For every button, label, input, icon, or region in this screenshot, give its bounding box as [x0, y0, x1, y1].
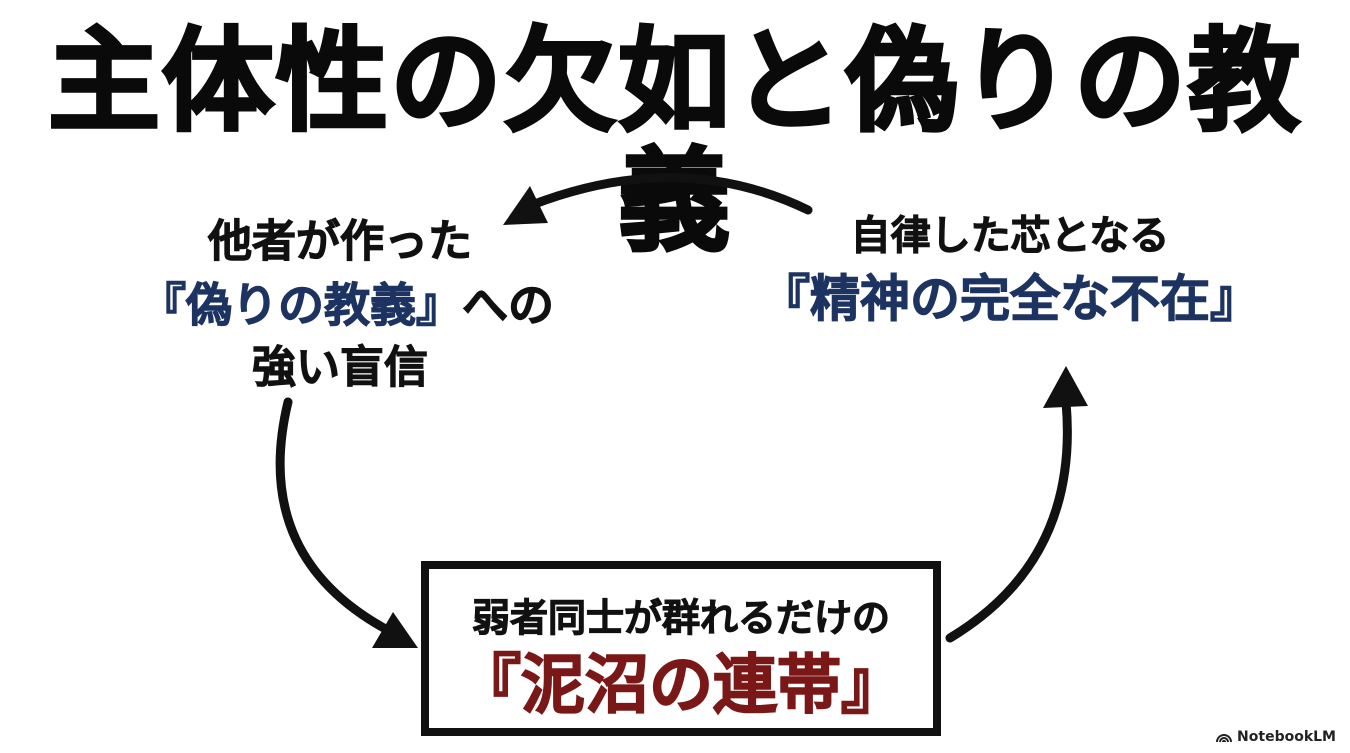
arrow-left	[275, 397, 418, 648]
arrow-top	[503, 173, 813, 225]
node-right-line1: 自律した芯となる	[850, 213, 1170, 260]
swamp-solidarity-emphasis: 『泥沼の連帯』	[456, 648, 906, 724]
node-swamp-solidarity: 弱者同士が群れるだけの 『泥沼の連帯』	[421, 561, 941, 736]
node-false-doctrine: 他者が作った 『偽りの教義』への 強い盲信	[140, 212, 555, 398]
node-absence-of-spirit: 自律した芯となる 『精神の完全な不在』	[760, 208, 1261, 334]
node-left-line1: 他者が作った	[208, 216, 473, 268]
false-doctrine-emphasis: 『偽りの教義』	[140, 278, 463, 333]
node-left-line2: 『偽りの教義』への	[140, 272, 555, 338]
node-left-line3: 強い盲信	[252, 342, 429, 394]
page-title: 主体性の欠如と偽りの教義	[47, 17, 1302, 267]
absence-of-spirit-emphasis: 『精神の完全な不在』	[760, 270, 1261, 329]
node-left-line2-suffix: への	[462, 278, 555, 333]
notebooklm-branding: NotebookLM	[1216, 729, 1336, 745]
node-bottom-line1: 弱者同士が群れるだけの	[471, 596, 890, 641]
arrow-right	[945, 366, 1088, 643]
branding-name: NotebookLM	[1237, 729, 1336, 745]
notebooklm-logo-icon	[1216, 734, 1233, 743]
